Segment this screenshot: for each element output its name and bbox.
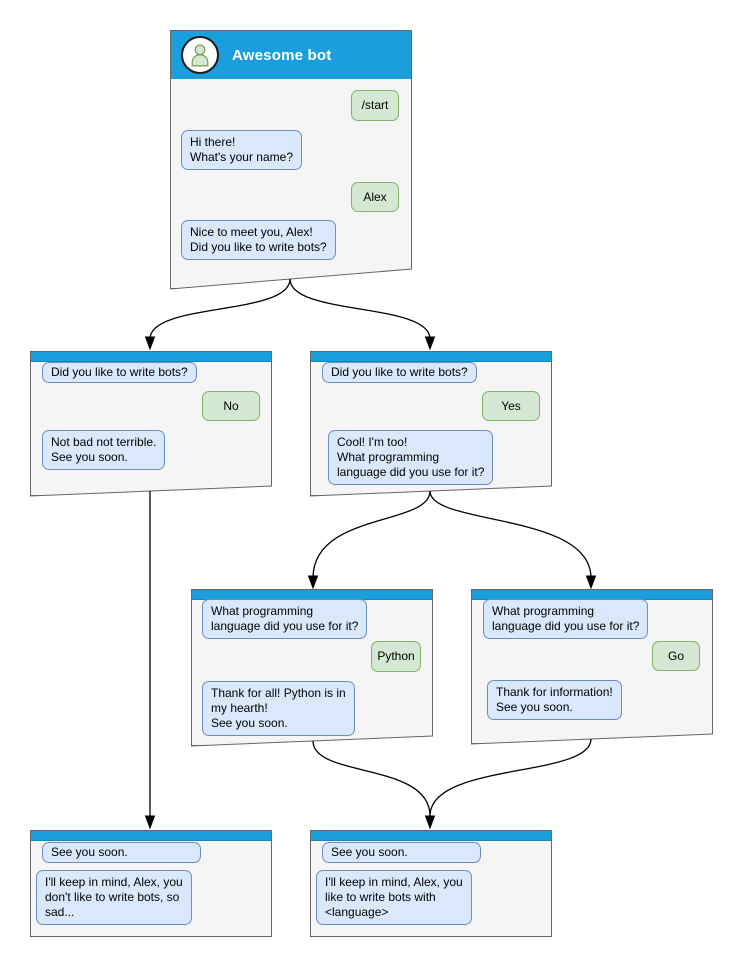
bot-message-bubble: See you soon. (42, 842, 201, 863)
chat-window-end-yes: See you soon. I'll keep in mind, Alex, y… (310, 830, 552, 937)
edge-python-to-end (312, 740, 431, 817)
arrowhead (585, 575, 597, 590)
bot-message-bubble: Did you like to write bots? (322, 362, 477, 383)
arrowhead (307, 575, 319, 590)
bot-message-bubble: Not bad not terrible. See you soon. (42, 430, 166, 470)
user-message-bubble: Alex (351, 182, 399, 212)
chat-window-yes-branch: Did you like to write bots? Yes Cool! I'… (310, 351, 552, 496)
chat-window-no-branch: Did you like to write bots? No Not bad n… (30, 351, 272, 496)
edge-yes-to-go (429, 490, 592, 579)
chat-window-topbar (31, 352, 271, 362)
chat-window-topbar (31, 831, 271, 841)
bot-message-bubble: I'll keep in mind, Alex, you don't like … (36, 870, 192, 925)
chat-window-python-branch: What programming language did you use fo… (191, 589, 433, 746)
bot-message-bubble: See you soon. (322, 842, 481, 863)
chat-window-start: Awesome bot /start Hi there! What's your… (170, 30, 412, 289)
user-message-bubble: No (202, 391, 260, 421)
user-message-bubble: Go (652, 641, 700, 671)
user-message-bubble: Python (371, 641, 421, 672)
edge-go-to-end (429, 738, 592, 817)
bot-message-bubble: What programming language did you use fo… (202, 599, 368, 639)
bot-message-bubble: Nice to meet you, Alex! Did you like to … (181, 220, 336, 260)
bot-message-bubble: Thank for all! Python is in my hearth! S… (202, 681, 355, 736)
arrowhead (144, 336, 156, 351)
bot-message-bubble: Hi there! What's your name? (181, 130, 303, 170)
bot-avatar (181, 36, 219, 74)
bot-message-bubble: I'll keep in mind, Alex, you like to wri… (316, 870, 472, 925)
bot-message-bubble: What programming language did you use fo… (483, 599, 649, 639)
bot-message-bubble: Did you like to write bots? (42, 362, 197, 383)
chat-window-go-branch: What programming language did you use fo… (471, 589, 713, 744)
edge-start-to-yes (289, 278, 431, 340)
chat-window-title: Awesome bot (232, 46, 332, 64)
chat-window-titlebar: Awesome bot (171, 31, 411, 79)
arrowhead (144, 815, 156, 830)
arrowhead (424, 336, 436, 351)
bot-message-bubble: Cool! I'm too! What programming language… (328, 430, 494, 485)
chat-window-topbar (311, 831, 551, 841)
chat-window-topbar (311, 352, 551, 362)
chat-window-end-no: See you soon. I'll keep in mind, Alex, y… (30, 830, 272, 937)
arrowhead (424, 815, 436, 830)
user-message-bubble: Yes (482, 391, 540, 421)
person-icon (191, 44, 209, 67)
bot-message-bubble: Thank for information! See you soon. (487, 680, 622, 720)
user-message-bubble: /start (351, 90, 399, 121)
edge-yes-to-python (312, 490, 431, 579)
